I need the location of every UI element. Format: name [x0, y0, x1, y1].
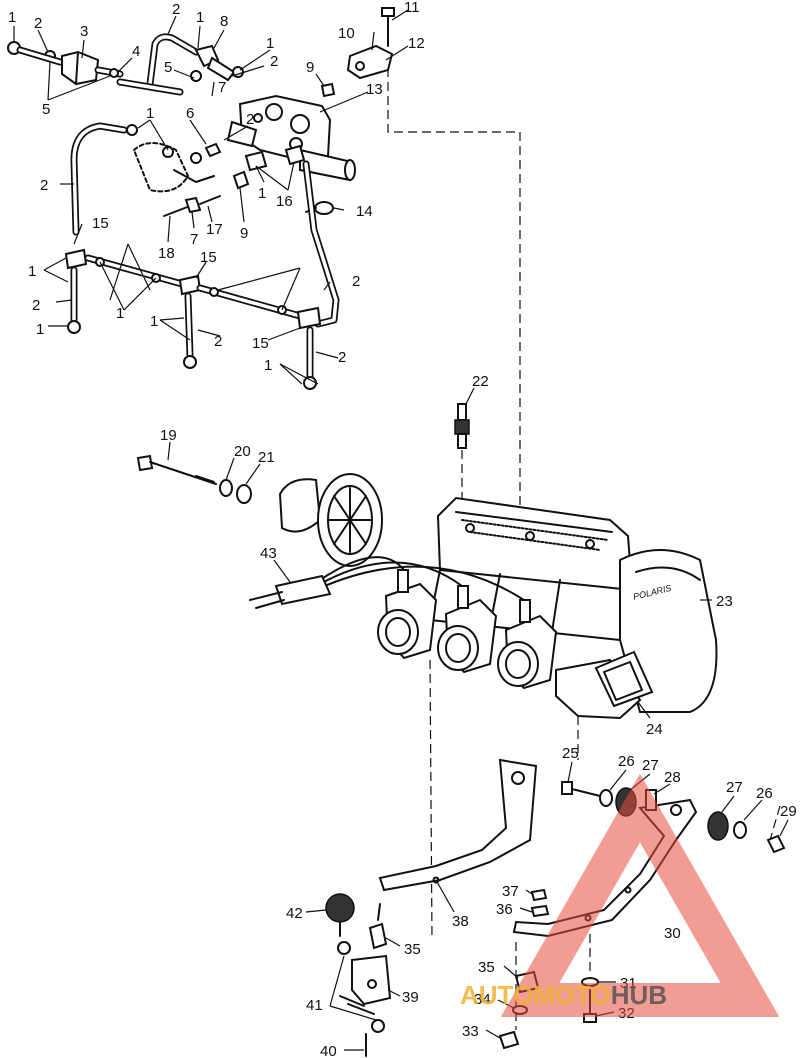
callout-14: 14: [356, 203, 373, 220]
leader-lines: [13, 9, 789, 1051]
callout-15b: 15: [200, 249, 217, 266]
callout-26: 26: [618, 753, 635, 770]
callout-35: 35: [404, 941, 421, 958]
callout-4: 4: [132, 43, 140, 60]
callout-16: 16: [276, 193, 293, 210]
callout-22: 22: [472, 373, 489, 390]
callout-7: 7: [218, 79, 226, 96]
callout-39: 39: [402, 989, 419, 1006]
callout-2h: 2: [338, 349, 346, 366]
callout-1d: 1: [146, 105, 154, 122]
callout-27b: 27: [726, 779, 743, 796]
callout-27: 27: [642, 757, 659, 774]
callout-41: 41: [306, 997, 323, 1014]
callout-5b: 5: [164, 59, 172, 76]
callout-1c: 1: [266, 35, 274, 52]
callout-1j: 1: [264, 357, 272, 374]
callout-2g: 2: [214, 333, 222, 350]
callout-1g: 1: [36, 321, 44, 338]
callout-1b: 1: [196, 9, 204, 26]
watermark: AUTOMOTOHUB: [460, 773, 780, 1017]
callout-5: 5: [42, 101, 50, 118]
watermark-triangle-logo: [500, 773, 780, 1017]
callout-21: 21: [258, 449, 275, 466]
callout-labels: 1 2 3 4 5 2 1 8 1 2 5 7 10 11 12 9 13 1 …: [8, 0, 797, 1058]
engine-block: POLARIS: [429, 496, 718, 760]
callout-43: 43: [260, 545, 277, 562]
callout-8: 8: [220, 13, 228, 30]
callout-40: 40: [320, 1043, 337, 1058]
callout-2c: 2: [270, 53, 278, 70]
callout-38: 38: [452, 913, 469, 930]
callout-19: 19: [160, 427, 177, 444]
callout-37: 37: [502, 883, 519, 900]
callout-36: 36: [496, 901, 513, 918]
callout-26b: 26: [756, 785, 773, 802]
callout-9: 9: [306, 59, 314, 76]
callout-1: 1: [8, 9, 16, 26]
callout-24: 24: [646, 721, 663, 738]
callout-2b: 2: [172, 1, 180, 18]
callout-2d: 2: [246, 111, 254, 128]
carburetors: [249, 556, 558, 941]
callout-42: 42: [286, 905, 303, 922]
spark-plug: [454, 403, 470, 500]
callout-2e: 2: [40, 177, 48, 194]
fuel-hose-assembly: [7, 7, 521, 520]
callout-1i: 1: [150, 313, 158, 330]
callout-13: 13: [366, 81, 383, 98]
callout-34: 34: [474, 991, 491, 1008]
callout-28: 28: [664, 769, 681, 786]
watermark-text: AUTOMOTOHUB: [460, 980, 667, 1010]
callout-12: 12: [408, 35, 425, 52]
callout-25: 25: [562, 745, 579, 762]
callout-3: 3: [80, 23, 88, 40]
callout-20: 20: [234, 443, 251, 460]
callout-10: 10: [338, 25, 355, 42]
watermark-text-part1: AUTOMOTO: [460, 980, 611, 1010]
callout-35b: 35: [478, 959, 495, 976]
callout-1e: 1: [258, 185, 266, 202]
callout-2i: 2: [352, 273, 360, 290]
callout-9b: 9: [240, 225, 248, 242]
callout-1h: 1: [116, 305, 124, 322]
callout-15: 15: [92, 215, 109, 232]
callout-2f: 2: [32, 297, 40, 314]
callout-2: 2: [34, 15, 42, 32]
callout-6: 6: [186, 105, 194, 122]
recoil-starter: [278, 473, 383, 567]
callout-23: 23: [716, 593, 733, 610]
callout-33: 33: [462, 1023, 479, 1040]
callout-18: 18: [158, 245, 175, 262]
watermark-text-part2: HUB: [611, 980, 667, 1010]
callout-29: 29: [780, 803, 797, 820]
callout-1f: 1: [28, 263, 36, 280]
callout-7b: 7: [190, 231, 198, 248]
callout-11: 11: [404, 0, 420, 16]
callout-30: 30: [664, 925, 681, 942]
callout-15c: 15: [252, 335, 269, 352]
recoil-bolt-set: [136, 454, 252, 504]
callout-17: 17: [206, 221, 223, 238]
